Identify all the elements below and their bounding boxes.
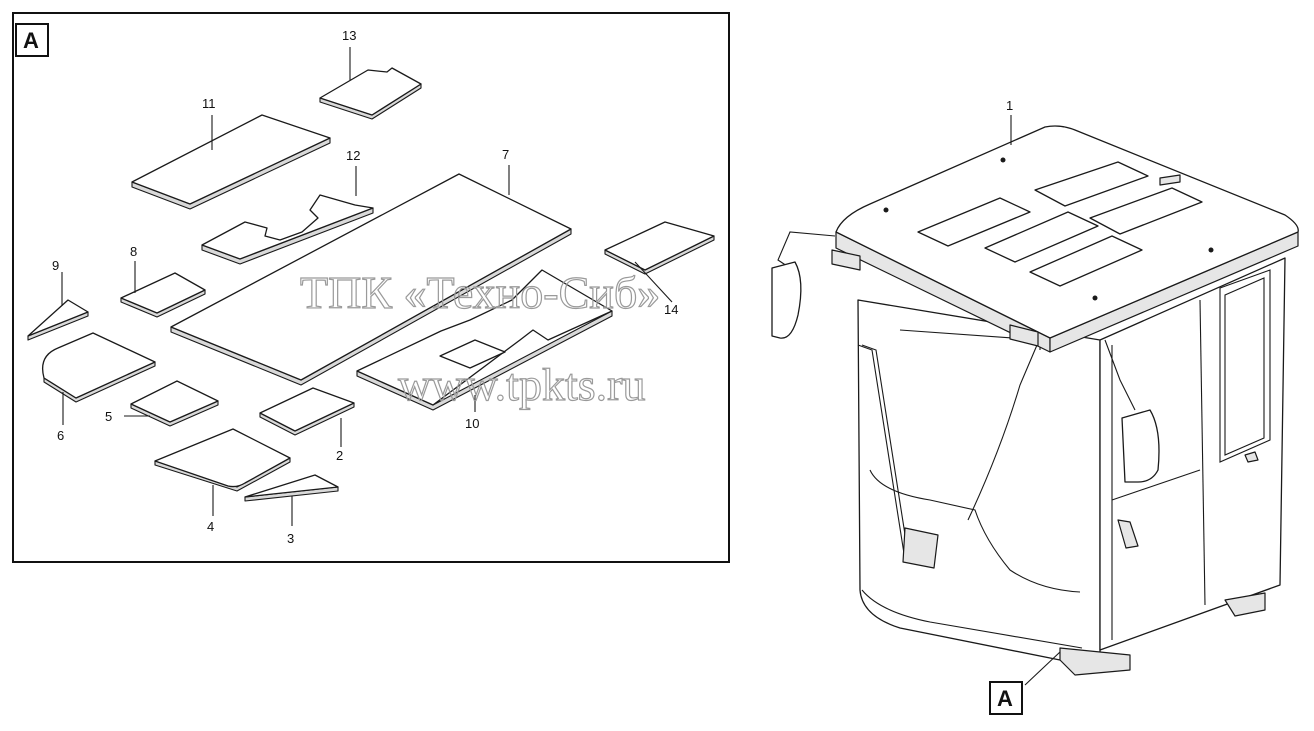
insulation-panel-4 bbox=[154, 428, 291, 492]
detail-view-label: A bbox=[23, 28, 39, 53]
insulation-panel-3 bbox=[244, 474, 339, 502]
callout-leader bbox=[1024, 651, 1061, 686]
part-number-3: 3 bbox=[287, 531, 294, 546]
operator-cab bbox=[771, 125, 1299, 676]
insulation-panel-9 bbox=[27, 299, 89, 341]
insulation-panel-7 bbox=[170, 173, 572, 386]
insulation-panel-10 bbox=[356, 269, 613, 411]
watermark-company: ТПК «Техно-Сиб» bbox=[300, 267, 660, 318]
part-number-7: 7 bbox=[502, 147, 509, 162]
part-number-9: 9 bbox=[52, 258, 59, 273]
insulation-panel-14 bbox=[604, 221, 715, 275]
part-number-12: 12 bbox=[346, 148, 360, 163]
callout-label-box bbox=[989, 681, 1023, 715]
part-number-2: 2 bbox=[336, 448, 343, 463]
part-number-13: 13 bbox=[342, 28, 356, 43]
insulation-panel-11 bbox=[131, 114, 331, 210]
insulation-panel-13 bbox=[319, 67, 422, 120]
insulation-panel-12 bbox=[201, 194, 374, 265]
insulation-panel-5 bbox=[130, 380, 219, 427]
detail-view-label-box bbox=[15, 23, 49, 57]
leader-14 bbox=[634, 261, 673, 303]
detail-view-frame bbox=[12, 12, 730, 563]
insulation-panel-8 bbox=[120, 272, 206, 318]
part-number-11: 11 bbox=[202, 96, 216, 111]
callout-label: A bbox=[997, 686, 1013, 711]
part-number-4: 4 bbox=[207, 519, 214, 534]
insulation-panel-2 bbox=[259, 387, 355, 436]
watermark-url: www.tpkts.ru bbox=[398, 359, 645, 410]
insulation-panel-6 bbox=[41, 332, 156, 403]
part-number-14: 14 bbox=[664, 302, 678, 317]
part-number-8: 8 bbox=[130, 244, 137, 259]
part-number-5: 5 bbox=[105, 409, 112, 424]
part-number-1: 1 bbox=[1006, 98, 1013, 113]
part-number-10: 10 bbox=[465, 416, 479, 431]
part-number-6: 6 bbox=[57, 428, 64, 443]
